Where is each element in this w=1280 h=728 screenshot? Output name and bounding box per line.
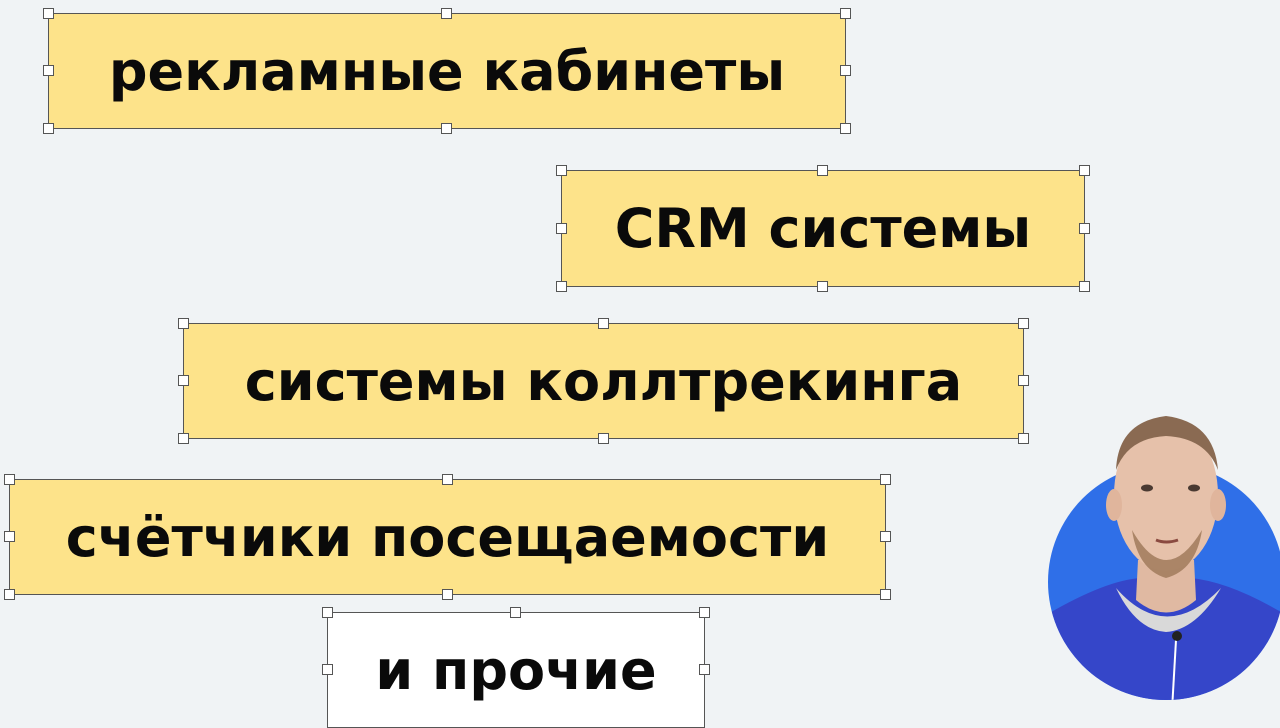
resize-handle[interactable]: [817, 165, 828, 176]
resize-handle[interactable]: [556, 165, 567, 176]
resize-handle[interactable]: [178, 433, 189, 444]
resize-handle[interactable]: [1018, 318, 1029, 329]
resize-handle[interactable]: [1018, 375, 1029, 386]
resize-handle[interactable]: [817, 281, 828, 292]
resize-handle[interactable]: [840, 123, 851, 134]
resize-handle[interactable]: [510, 607, 521, 618]
resize-handle[interactable]: [322, 607, 333, 618]
resize-handle[interactable]: [880, 531, 891, 542]
resize-handle[interactable]: [178, 318, 189, 329]
text-box-others[interactable]: и прочие: [322, 607, 710, 728]
resize-handle[interactable]: [699, 664, 710, 675]
text-box-ad-cabinets[interactable]: рекламные кабинеты: [43, 8, 851, 134]
text-box-label: счётчики посещаемости: [65, 505, 830, 569]
resize-handle[interactable]: [322, 664, 333, 675]
resize-handle[interactable]: [1018, 433, 1029, 444]
presenter-video: [1046, 400, 1280, 720]
resize-handle[interactable]: [840, 8, 851, 19]
resize-handle[interactable]: [441, 123, 452, 134]
resize-handle[interactable]: [43, 8, 54, 19]
resize-handle[interactable]: [4, 589, 15, 600]
resize-handle[interactable]: [43, 123, 54, 134]
resize-handle[interactable]: [880, 474, 891, 485]
text-box-label: и прочие: [375, 638, 657, 702]
text-box-crm-systems[interactable]: CRM системы: [556, 165, 1090, 292]
text-box-label: рекламные кабинеты: [108, 39, 786, 103]
resize-handle[interactable]: [840, 65, 851, 76]
resize-handle[interactable]: [597, 433, 609, 444]
text-box-visit-counters[interactable]: счётчики посещаемости: [4, 474, 891, 600]
resize-handle[interactable]: [4, 531, 15, 542]
text-box-label: CRM системы: [614, 197, 1032, 260]
resize-handle[interactable]: [1079, 222, 1090, 234]
text-box-label: системы коллтрекинга: [244, 349, 963, 413]
resize-handle[interactable]: [880, 589, 891, 600]
resize-handle[interactable]: [4, 474, 15, 485]
presenter-avatar: [1048, 416, 1280, 700]
resize-handle[interactable]: [699, 607, 710, 618]
resize-handle[interactable]: [441, 589, 453, 600]
resize-handle[interactable]: [178, 375, 189, 386]
resize-handle[interactable]: [1079, 165, 1090, 176]
resize-handle[interactable]: [43, 65, 54, 76]
resize-handle[interactable]: [556, 281, 567, 292]
text-box-calltracking[interactable]: системы коллтрекинга: [178, 318, 1029, 444]
resize-handle[interactable]: [597, 318, 609, 329]
resize-handle[interactable]: [1079, 281, 1090, 292]
resize-handle[interactable]: [556, 222, 567, 234]
resize-handle[interactable]: [441, 8, 452, 19]
resize-handle[interactable]: [441, 474, 453, 485]
